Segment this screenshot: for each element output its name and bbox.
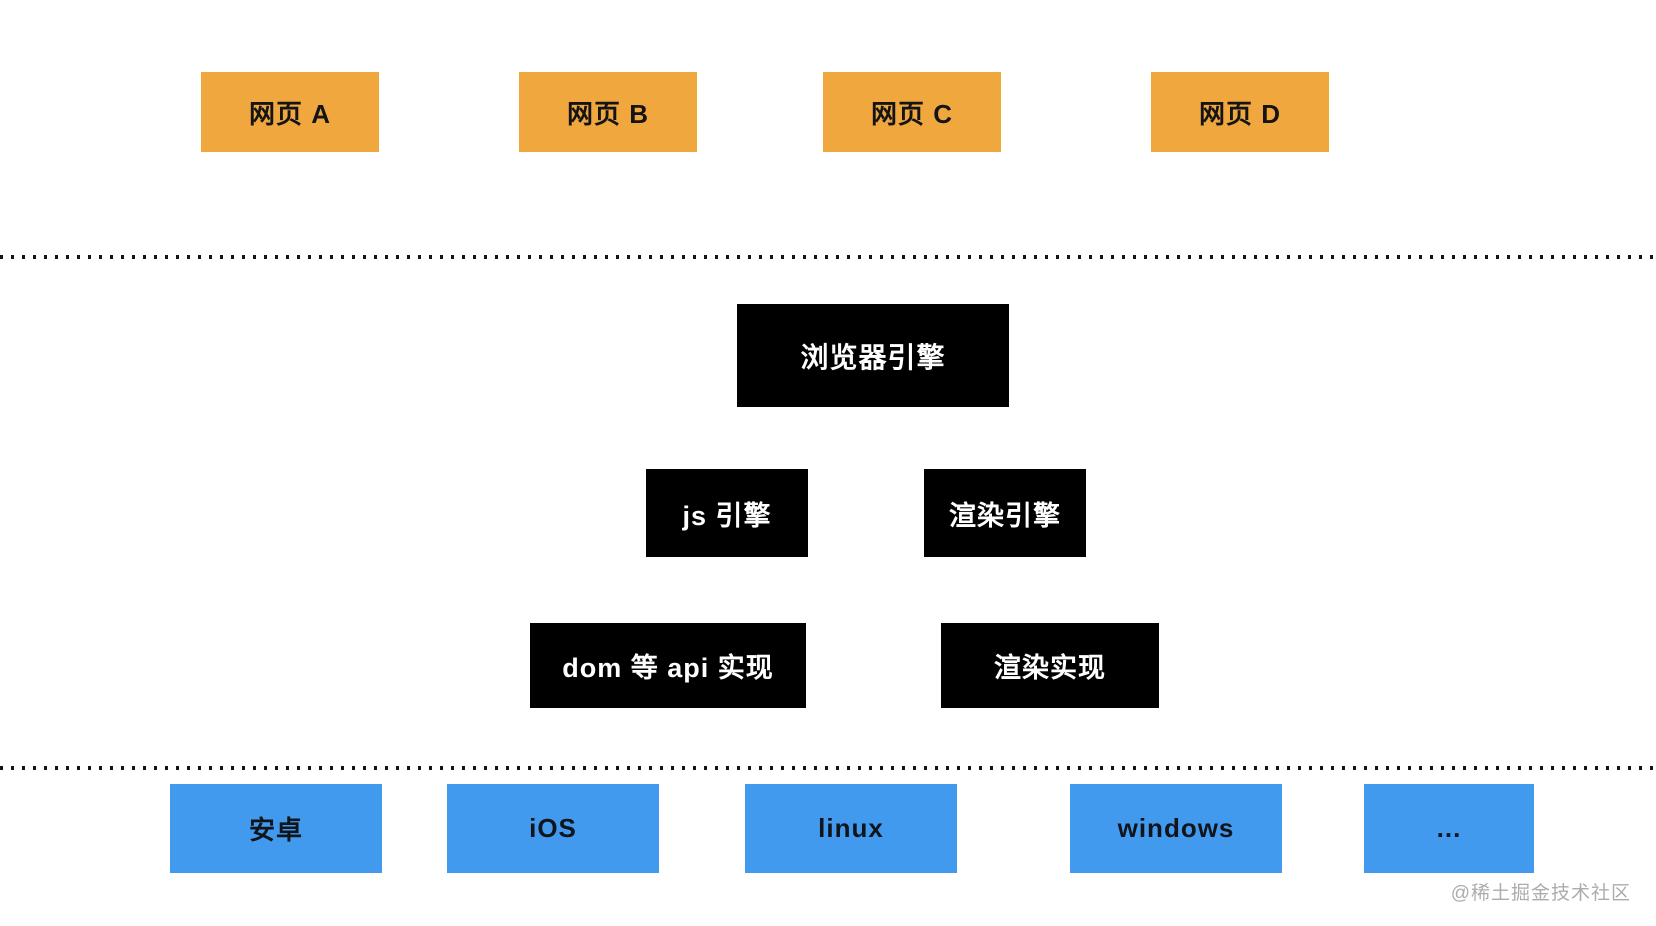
platform-box-windows: windows [1070, 784, 1282, 873]
separator-dotted-line-bottom [0, 766, 1656, 770]
render-engine-box: 渲染引擎 [924, 469, 1086, 557]
webpage-box-a: 网页 A [201, 72, 379, 152]
separator-dotted-line-top [0, 255, 1656, 259]
dom-api-implementation-box: dom 等 api 实现 [530, 623, 806, 708]
webpage-box-c: 网页 C [823, 72, 1001, 152]
juejin-watermark: @稀土掘金技术社区 [1450, 883, 1631, 904]
browser-engine-box: 浏览器引擎 [737, 304, 1009, 407]
webpage-box-b: 网页 B [519, 72, 697, 152]
platform-box-ios: iOS [447, 784, 659, 873]
webpage-box-d: 网页 D [1151, 72, 1329, 152]
platform-box-ellipsis: ... [1364, 784, 1534, 873]
platform-box-linux: linux [745, 784, 957, 873]
render-implementation-box: 渲染实现 [941, 623, 1159, 708]
platform-box-android: 安卓 [170, 784, 382, 873]
js-engine-box: js 引擎 [646, 469, 808, 557]
